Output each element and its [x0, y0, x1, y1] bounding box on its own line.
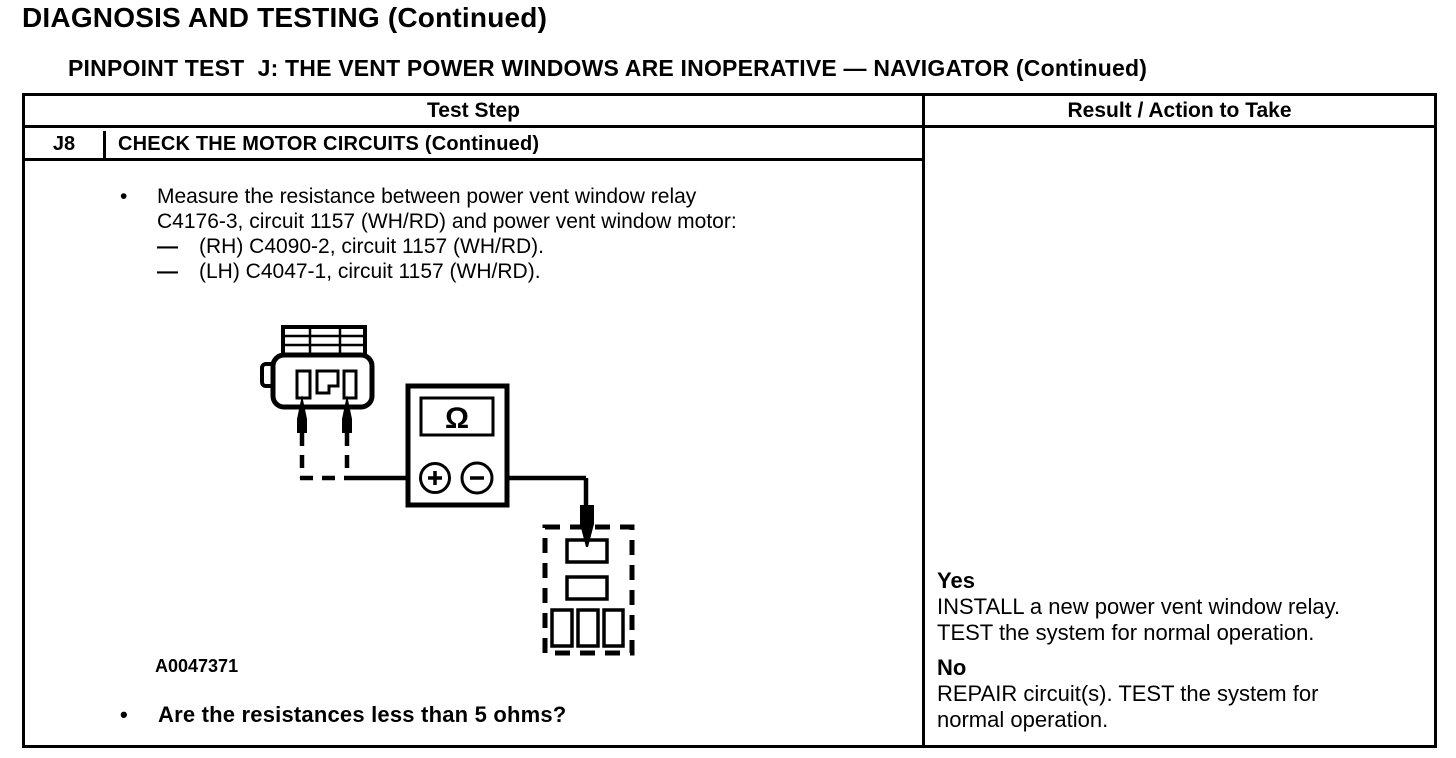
yes-label: Yes: [937, 568, 975, 593]
column-divider: [922, 96, 925, 745]
bullet-marker: •: [120, 702, 128, 727]
measure-instruction-item: • Measure the resistance between power v…: [120, 184, 922, 234]
plus-terminal-icon: [419, 462, 451, 494]
sub-item-lh: — (LH) C4047-1, circuit 1157 (WH/RD).: [157, 259, 922, 284]
step-row: J8 CHECK THE MOTOR CIRCUITS (Continued): [25, 131, 922, 161]
test-probe-icon: [297, 395, 307, 433]
multimeter-icon: Ω: [405, 383, 510, 508]
no-action-text: REPAIR circuit(s). TEST the system for n…: [937, 681, 1319, 732]
relay-connector-icon: [260, 325, 375, 410]
pinpoint-test-title: PINPOINT TEST J: THE VENT POWER WINDOWS …: [68, 55, 1148, 81]
dash-marker: —: [157, 235, 178, 258]
ohm-symbol: Ω: [445, 402, 469, 435]
multimeter-test-diagram: Ω: [260, 325, 635, 656]
no-label: No: [937, 655, 967, 680]
sub-item-rh-text: (RH) C4090-2, circuit 1157 (WH/RD).: [199, 235, 545, 258]
test-probe-icon: [342, 395, 352, 433]
pinpoint-test-table: Test Step Result / Action to Take J8 CHE…: [22, 93, 1437, 748]
result-column-header: Result / Action to Take: [925, 96, 1434, 128]
yes-action-text: INSTALL a new power vent window relay. T…: [937, 594, 1341, 645]
bullet-marker: •: [120, 185, 128, 208]
result-action-cell: Yes INSTALL a new power vent window rela…: [925, 131, 1434, 745]
step-title-cell: CHECK THE MOTOR CIRCUITS (Continued): [118, 133, 540, 155]
page-title: DIAGNOSIS AND TESTING (Continued): [22, 2, 548, 33]
test-lead-wire: [299, 433, 589, 506]
minus-terminal-icon: [460, 461, 494, 495]
measure-instruction-text: Measure the resistance between power ven…: [157, 185, 737, 233]
figure-id-label: A0047371: [155, 656, 239, 676]
sub-item-rh: — (RH) C4090-2, circuit 1157 (WH/RD).: [157, 234, 922, 259]
test-question-text: Are the resistances less than 5 ohms?: [158, 702, 567, 727]
sub-item-lh-text: (LH) C4047-1, circuit 1157 (WH/RD).: [199, 260, 541, 283]
test-step-column-header: Test Step: [25, 96, 922, 128]
motor-connector-icon: [542, 524, 635, 656]
step-id-cell: J8: [25, 131, 106, 158]
test-question-item: • Are the resistances less than 5 ohms?: [120, 702, 566, 728]
dash-marker: —: [157, 260, 178, 283]
test-probe-icon: [580, 505, 594, 547]
test-step-cell: • Measure the resistance between power v…: [25, 164, 922, 284]
